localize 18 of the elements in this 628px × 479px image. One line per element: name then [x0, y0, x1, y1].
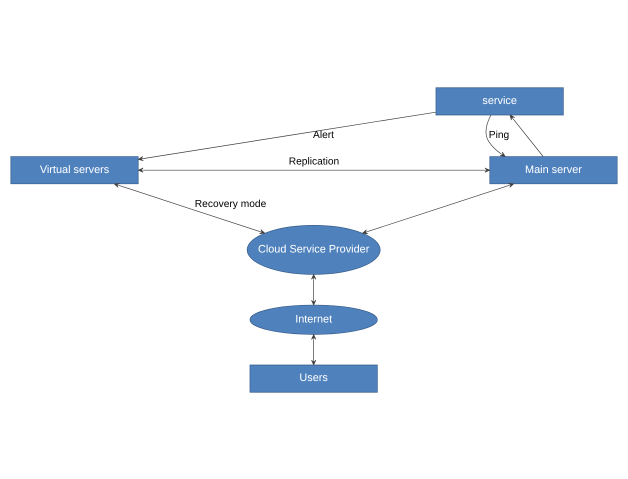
- arrow: [311, 334, 316, 365]
- arrow: [138, 167, 490, 172]
- node-ellipse: Cloud Service Provider: [246, 224, 381, 274]
- arrow: [362, 182, 514, 234]
- arrow: [138, 111, 436, 161]
- arrow: [114, 182, 266, 234]
- edge-label: Alert: [313, 130, 334, 141]
- edge-label: Recovery mode: [194, 198, 266, 210]
- node-box: Main server: [489, 156, 618, 184]
- arrow: [510, 114, 544, 156]
- arrow: [311, 274, 316, 305]
- edge-label: Replication: [288, 156, 340, 168]
- node-ellipse: Internet: [250, 304, 378, 334]
- node-box: service: [436, 86, 564, 115]
- arrow: [486, 114, 506, 156]
- node-box: Virtual servers: [10, 156, 139, 184]
- node-box: Users: [250, 364, 378, 392]
- edge-label: Ping: [488, 130, 510, 141]
